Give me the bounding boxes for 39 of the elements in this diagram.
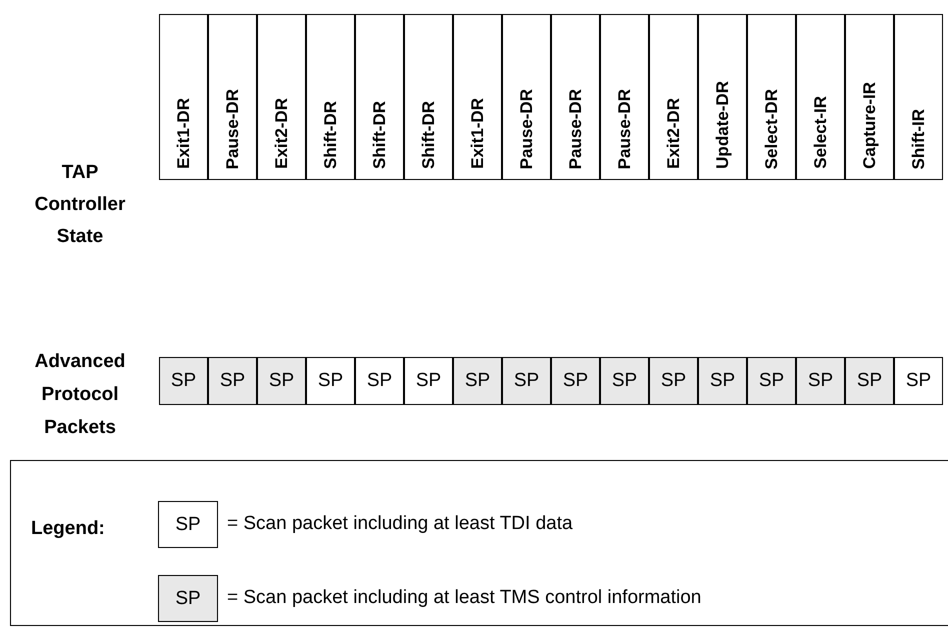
legend-swatch: SP bbox=[158, 501, 218, 548]
state-box: Shift-DR bbox=[306, 14, 355, 180]
state-box: Shift-DR bbox=[404, 14, 453, 180]
scan-packet-box: SP bbox=[649, 357, 698, 405]
state-box: Shift-DR bbox=[355, 14, 404, 180]
scan-packet-box: SP bbox=[404, 357, 453, 405]
row-label: Advanced Protocol Packets bbox=[34, 350, 126, 440]
state-box: Shift-IR bbox=[894, 14, 943, 180]
scan-packet-box: SP bbox=[796, 357, 845, 405]
scan-packet-box: SP bbox=[502, 357, 551, 405]
state-box: Capture-IR bbox=[845, 14, 894, 180]
legend-text: = Scan packet including at least TDI data bbox=[227, 513, 573, 535]
legend-title: Legend: bbox=[31, 518, 105, 540]
state-box: Pause-DR bbox=[502, 14, 551, 180]
scan-packet-box: SP bbox=[355, 357, 404, 405]
scan-packet-box: SP bbox=[894, 357, 943, 405]
scan-packet-box: SP bbox=[551, 357, 600, 405]
state-box: Pause-DR bbox=[551, 14, 600, 180]
row-label: TAP Controller State bbox=[34, 161, 126, 249]
scan-packet-box: SP bbox=[600, 357, 649, 405]
legend-text: = Scan packet including at least TMS control information bbox=[227, 587, 702, 609]
state-box: Pause-DR bbox=[208, 14, 257, 180]
state-box: Exit1-DR bbox=[159, 14, 208, 180]
scan-packet-box: SP bbox=[845, 357, 894, 405]
state-box: Exit2-DR bbox=[257, 14, 306, 180]
scan-packet-box: SP bbox=[698, 357, 747, 405]
scan-packet-box: SP bbox=[306, 357, 355, 405]
scan-packet-box: SP bbox=[159, 357, 208, 405]
state-box: Select-DR bbox=[747, 14, 796, 180]
state-box: Exit1-DR bbox=[453, 14, 502, 180]
scan-packet-box: SP bbox=[453, 357, 502, 405]
state-box: Update-DR bbox=[698, 14, 747, 180]
scan-packet-box: SP bbox=[257, 357, 306, 405]
scan-packet-box: SP bbox=[208, 357, 257, 405]
state-box: Pause-DR bbox=[600, 14, 649, 180]
state-box: Select-IR bbox=[796, 14, 845, 180]
state-box: Exit2-DR bbox=[649, 14, 698, 180]
legend-swatch: SP bbox=[158, 575, 218, 622]
scan-packet-box: SP bbox=[747, 357, 796, 405]
